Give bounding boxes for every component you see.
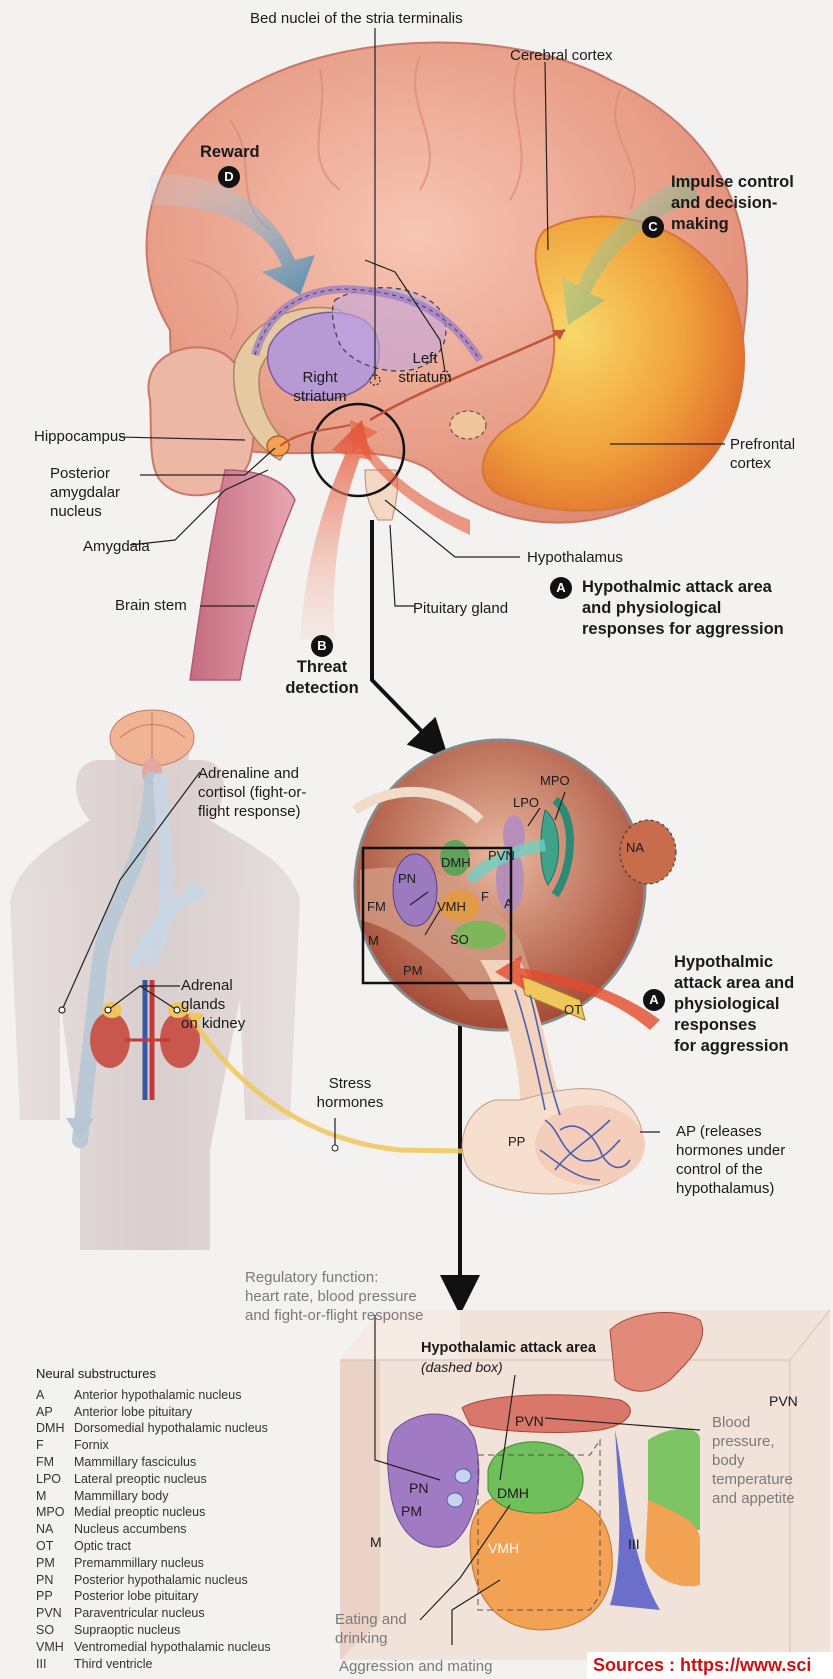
abbr-pp: PP — [508, 1134, 525, 1149]
label-adrenaline: Adrenaline and cortisol (fight-or- fligh… — [198, 764, 338, 821]
label-prefrontal-cortex: Prefrontal cortex — [730, 435, 795, 473]
label-right-striatum: Right striatum — [290, 368, 350, 406]
label-hippocampus: Hippocampus — [34, 427, 126, 446]
badge-a-zoom: A — [643, 989, 665, 1011]
label-brain-stem: Brain stem — [115, 596, 187, 615]
label-cube-title: Hypothalamic attack area — [421, 1338, 596, 1359]
label-bed-nuclei: Bed nuclei of the stria terminalis — [250, 9, 463, 28]
badge-a-top: A — [550, 577, 572, 599]
abbr-pvn: PVN — [488, 848, 515, 863]
brain-stem — [190, 470, 295, 680]
label-blood-pressure: Blood pressure, body temperature and app… — [712, 1413, 812, 1508]
label-ap: AP (releases hormones under control of t… — [676, 1122, 826, 1198]
label-stress-hormones: Stress hormones — [310, 1074, 390, 1112]
label-cube-subtitle: (dashed box) — [421, 1358, 503, 1377]
label-aggression-mating: Aggression and mating — [339, 1657, 492, 1676]
abbr-pn: PN — [398, 871, 416, 886]
abbr-pm: PM — [403, 963, 423, 978]
label-attack-area-zoom: Hypothalmic attack area and physiologica… — [674, 952, 833, 1057]
label-hypothalamus: Hypothalamus — [527, 548, 623, 567]
label-posterior-amygdalar: Posterior amygdalar nucleus — [50, 464, 120, 521]
label-attack-area-top: Hypothalmic attack area and physiologica… — [582, 577, 812, 640]
abbr-ot: OT — [564, 1002, 582, 1017]
abbr-mpo: MPO — [540, 773, 570, 788]
cube-abbr-iii: III — [628, 1536, 640, 1552]
label-left-striatum: Left striatum — [395, 349, 455, 387]
label-eating-drinking: Eating and drinking — [335, 1610, 435, 1648]
badge-c: C — [642, 216, 664, 238]
cube-abbr-pn: PN — [409, 1480, 428, 1496]
label-adrenal-glands: Adrenal glands on kidney — [181, 976, 291, 1033]
abbr-dmh: DMH — [441, 855, 471, 870]
badge-b: B — [311, 635, 333, 657]
abbr-vmh: VMH — [437, 899, 466, 914]
label-pituitary-gland: Pituitary gland — [413, 599, 508, 618]
label-regulatory-function: Regulatory function: heart rate, blood p… — [245, 1268, 485, 1325]
cube-abbr-m: M — [370, 1534, 382, 1550]
abbr-f: F — [481, 889, 489, 904]
legend-title: Neural substructures — [36, 1366, 336, 1383]
abbr-lpo: LPO — [513, 795, 539, 810]
abbr-fm: FM — [367, 899, 386, 914]
label-reward: Reward — [200, 142, 260, 163]
badge-d: D — [218, 166, 240, 188]
abbr-so: SO — [450, 932, 469, 947]
cube-abbr-vmh: VMH — [488, 1540, 519, 1556]
abbr-a: A — [504, 896, 513, 911]
label-threat-detection: Threat detection — [262, 657, 382, 699]
cube-abbr-pm: PM — [401, 1503, 422, 1519]
cube-abbr-dmh: DMH — [497, 1485, 529, 1501]
cube-abbr-pvn-right: PVN — [769, 1393, 798, 1409]
label-amygdala: Amygdala — [83, 537, 150, 556]
label-cerebral-cortex: Cerebral cortex — [510, 46, 613, 65]
label-impulse-control: Impulse control and decision- making — [671, 172, 831, 235]
abbr-na: NA — [626, 840, 644, 855]
source-banner[interactable]: Sources : https://www.sci — [587, 1652, 833, 1679]
cube-abbr-pvn: PVN — [515, 1413, 544, 1429]
abbr-m: M — [368, 933, 379, 948]
